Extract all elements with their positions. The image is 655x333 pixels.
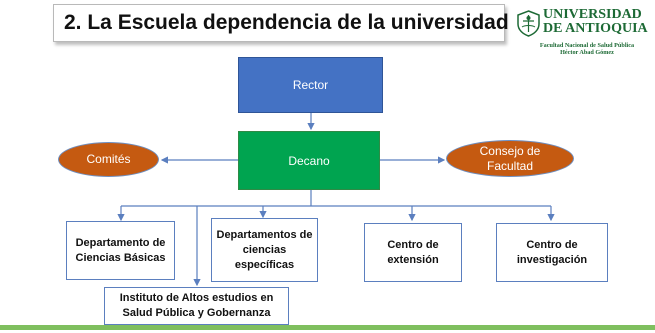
node-ciencias-especificas-label: Departamentos de ciencias específicas — [216, 228, 313, 271]
slide-title: 2. La Escuela dependencia de la universi… — [64, 11, 509, 34]
node-ciencias-especificas: Departamentos de ciencias específicas — [211, 218, 318, 282]
slide-title-box: 2. La Escuela dependencia de la universi… — [53, 4, 509, 42]
logo-name-line1: UNIVERSIDAD — [543, 7, 642, 22]
node-comites-label: Comités — [86, 152, 131, 166]
node-rector-label: Rector — [292, 78, 329, 92]
node-investigacion: Centro de investigación — [496, 223, 608, 282]
node-ciencias-basicas: Departamento de Ciencias Básicas — [66, 221, 175, 280]
node-consejo: Consejo de Facultad — [446, 140, 574, 177]
seal-icon — [517, 10, 540, 37]
node-decano-label: Decano — [288, 153, 330, 168]
node-instituto: Instituto de Altos estudios en Salud Púb… — [104, 287, 289, 325]
logo-subtitle-line1: Facultad Nacional de Salud Pública — [539, 42, 635, 49]
node-comites: Comités — [58, 142, 159, 177]
logo-subtitle-line2: Héctor Abad Gómez — [560, 49, 614, 56]
node-consejo-label: Consejo de Facultad — [479, 143, 541, 173]
logo-name-line2: DE ANTIOQUIA — [543, 21, 648, 36]
node-ciencias-basicas-label: Departamento de Ciencias Básicas — [75, 236, 166, 264]
bottom-accent-bar — [0, 325, 655, 330]
university-logo: UNIVERSIDAD DE ANTIOQUIA Facultad Nacion… — [516, 8, 652, 60]
node-rector: Rector — [238, 57, 383, 113]
node-instituto-label: Instituto de Altos estudios en Salud Púb… — [119, 292, 274, 319]
node-extension-label: Centro de extensión — [387, 238, 439, 266]
node-investigacion-label: Centro de investigación — [516, 238, 588, 266]
node-extension: Centro de extensión — [364, 223, 462, 282]
node-decano: Decano — [238, 131, 380, 190]
